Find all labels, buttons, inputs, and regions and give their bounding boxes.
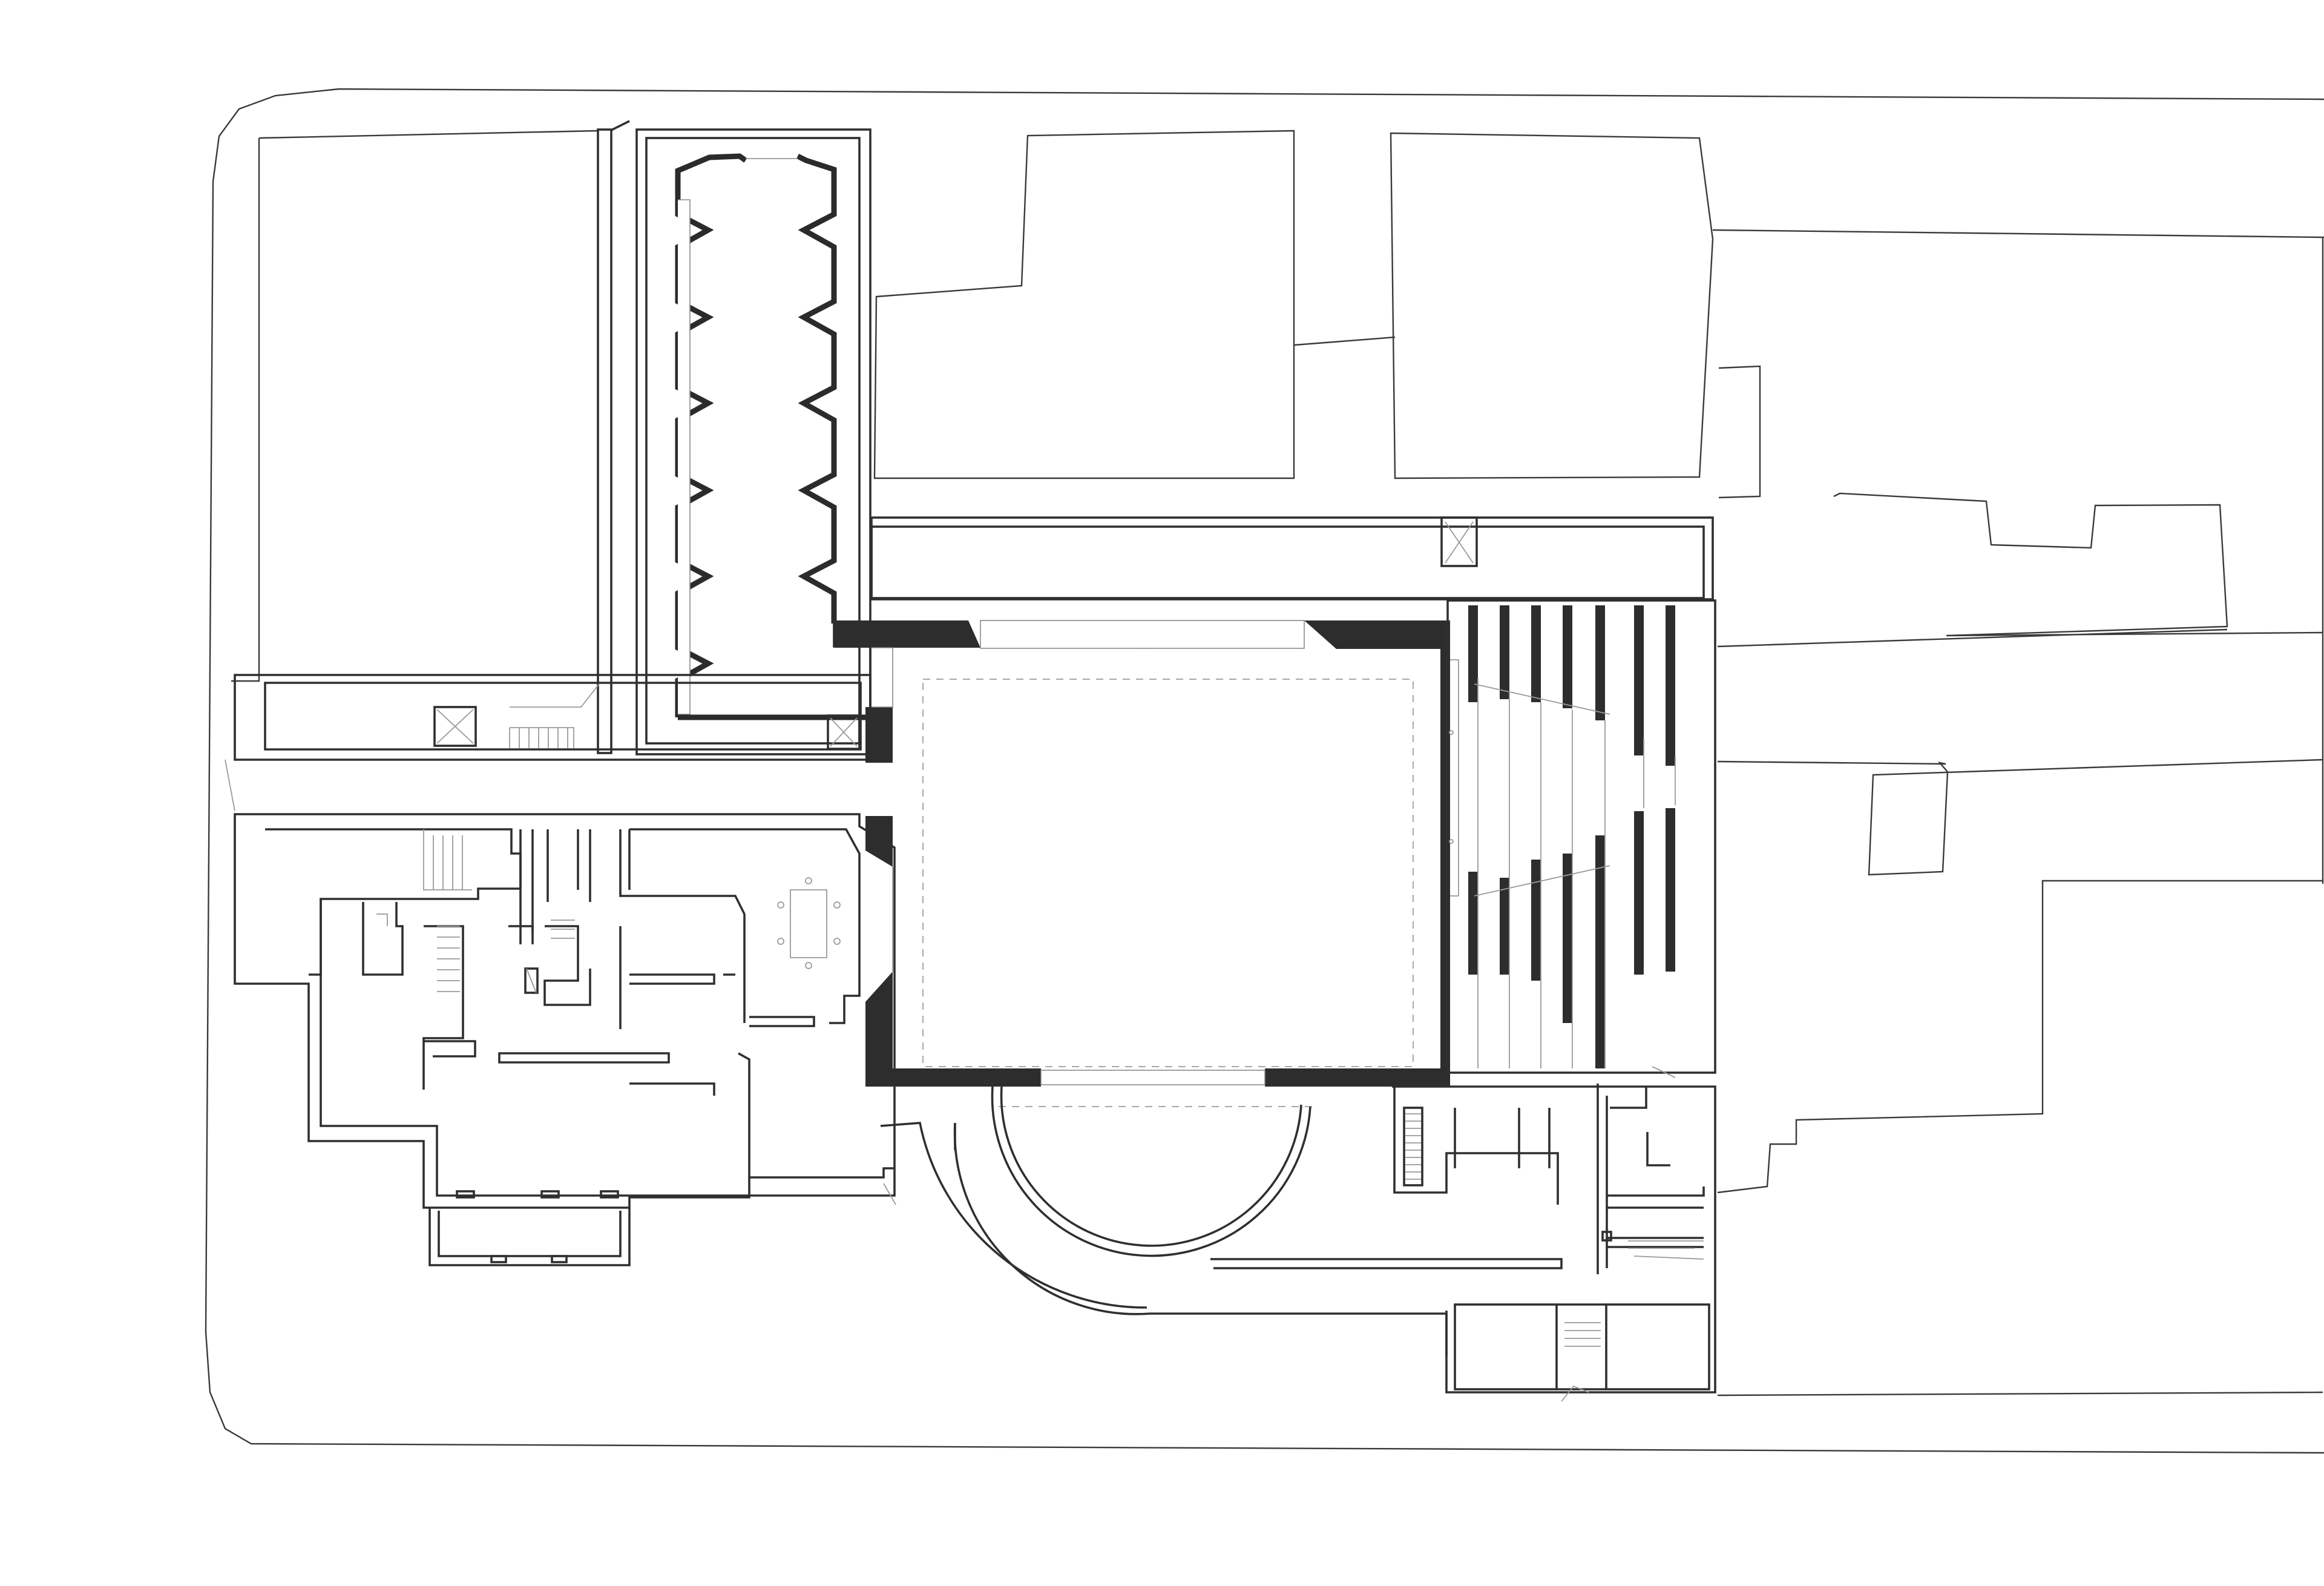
north-corridor: [597, 120, 872, 755]
neighbouring-buildings: [231, 130, 2324, 1397]
auditorium: [1440, 516, 1716, 1078]
main-hall: [833, 516, 1714, 1107]
service-block: [1392, 1084, 1716, 1402]
west-wing-lower: [234, 813, 896, 1266]
site-boundary: [205, 88, 2324, 1454]
curved-court: [880, 1086, 1563, 1356]
meeting-table: [777, 877, 841, 969]
